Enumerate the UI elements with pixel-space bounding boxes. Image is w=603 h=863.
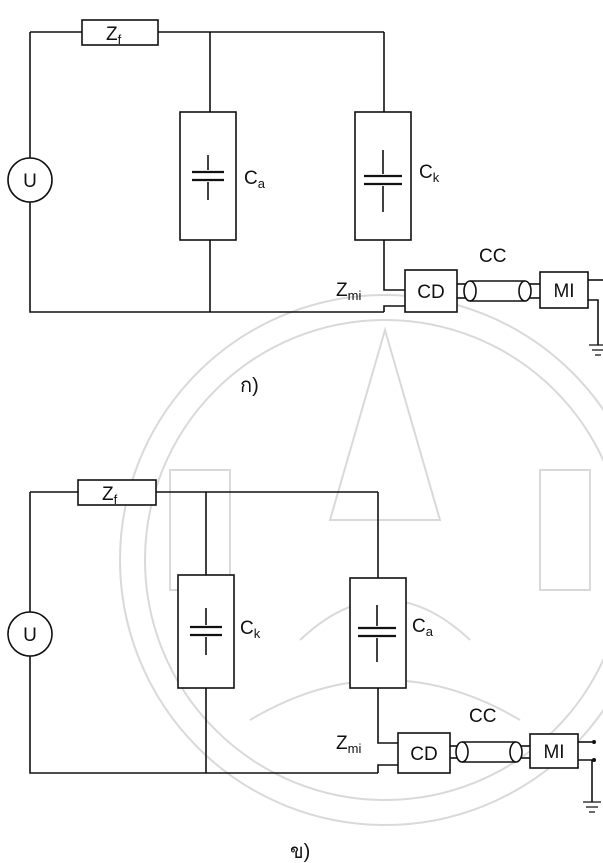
capacitor-ca-label: C bbox=[244, 168, 258, 189]
svg-text:Zf: Zf bbox=[106, 24, 122, 47]
voltage-source-u bbox=[7, 157, 53, 203]
voltage-source-u-b bbox=[7, 611, 53, 657]
impedance-zf-box bbox=[81, 19, 159, 46]
coupling-device-label: CD bbox=[417, 282, 444, 303]
impedance-zf-box-b bbox=[77, 479, 157, 506]
coupling-device-box bbox=[404, 269, 458, 313]
capacitor-ca-label-b: C bbox=[412, 616, 426, 637]
measuring-instrument-box-b bbox=[529, 733, 579, 769]
cable-label-b: CC bbox=[469, 706, 496, 727]
circuit-diagram-a: Zf U Ca Ck Zmi CD CC MI bbox=[7, 19, 603, 397]
cable-label: CC bbox=[479, 246, 506, 267]
capacitor-ck-label: C bbox=[419, 162, 433, 183]
voltage-source-label: U bbox=[23, 171, 37, 192]
circuit-diagram-b: Zf U Ck Ca Zmi CD CC MI bbox=[7, 479, 601, 863]
coupling-device-box-b bbox=[397, 732, 451, 774]
zmi-label: Z bbox=[336, 280, 348, 301]
capacitor-ca-box bbox=[179, 111, 237, 241]
coupling-device-label-b: CD bbox=[410, 744, 437, 765]
caption-b: ข) bbox=[290, 841, 310, 863]
svg-text:Ca: Ca bbox=[244, 168, 266, 191]
coaxial-cable-b bbox=[455, 741, 523, 763]
capacitor-ca-box-b bbox=[349, 577, 407, 689]
svg-text:Zmi: Zmi bbox=[336, 733, 361, 756]
coaxial-cable bbox=[463, 280, 532, 302]
impedance-zf-label: Z bbox=[106, 24, 118, 45]
capacitor-ck-box-b bbox=[177, 574, 235, 689]
svg-text:Zf: Zf bbox=[102, 484, 118, 507]
svg-text:Zmi: Zmi bbox=[336, 280, 361, 303]
svg-text:Ck: Ck bbox=[240, 618, 261, 641]
impedance-zf-label-b: Z bbox=[102, 484, 114, 505]
measuring-instrument-box bbox=[539, 271, 589, 309]
measuring-instrument-label: MI bbox=[553, 281, 574, 302]
voltage-source-label-b: U bbox=[23, 625, 37, 646]
capacitor-ck-label-b: C bbox=[240, 618, 254, 639]
zmi-label-b: Z bbox=[336, 733, 348, 754]
svg-text:Ck: Ck bbox=[419, 162, 440, 185]
caption-a: ก) bbox=[240, 375, 259, 397]
measuring-instrument-label-b: MI bbox=[543, 742, 564, 763]
svg-text:Ca: Ca bbox=[412, 616, 434, 639]
